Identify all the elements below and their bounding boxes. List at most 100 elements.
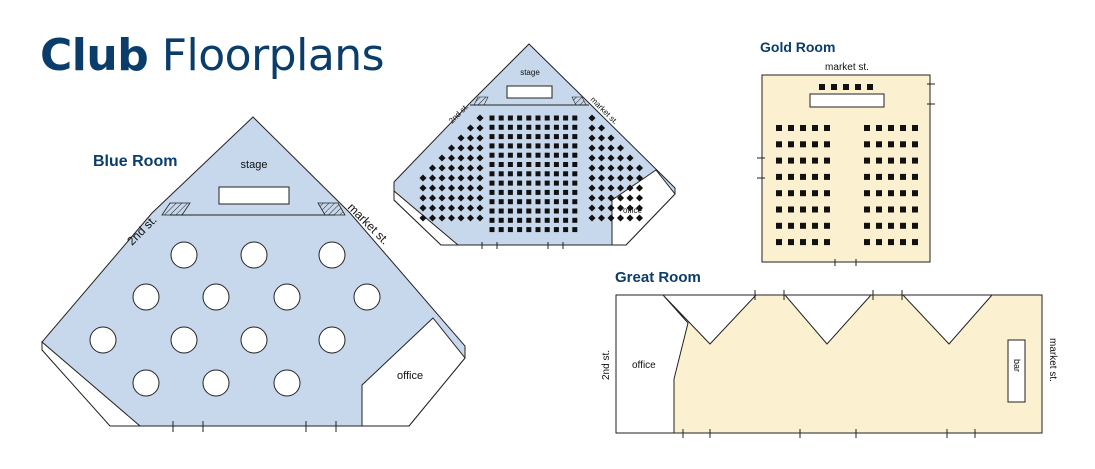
- round-table: [89, 326, 117, 354]
- seat: [900, 222, 906, 229]
- seat: [776, 222, 782, 229]
- seat: [476, 184, 484, 192]
- seat: [553, 217, 559, 223]
- seat: [535, 143, 541, 149]
- seat: [507, 208, 513, 214]
- seat: [517, 227, 523, 233]
- seat: [563, 134, 569, 140]
- seat: [563, 227, 569, 233]
- seat: [876, 206, 882, 213]
- seat: [597, 144, 606, 152]
- seat: [507, 227, 513, 233]
- seat: [438, 204, 446, 212]
- seat: [572, 227, 578, 233]
- seat: [607, 194, 615, 202]
- seat: [438, 164, 446, 172]
- seat: [867, 84, 873, 90]
- seat: [553, 162, 559, 167]
- seat: [912, 141, 918, 148]
- seat: [626, 214, 634, 222]
- seat: [457, 144, 465, 152]
- seat: [597, 134, 606, 142]
- seat: [498, 152, 504, 158]
- seat: [876, 222, 882, 229]
- seat: [544, 189, 550, 195]
- seat: [597, 204, 606, 212]
- round-table: [240, 326, 268, 354]
- seat: [626, 194, 634, 202]
- seat: [588, 114, 596, 122]
- seat: [438, 194, 446, 202]
- theater-office: [611, 169, 676, 246]
- seat: [476, 144, 484, 152]
- seat: [447, 204, 456, 212]
- seat: [535, 152, 541, 158]
- seat: [572, 152, 578, 158]
- seat: [544, 171, 550, 177]
- seat: [535, 162, 541, 167]
- seat: [498, 227, 504, 233]
- seat: [466, 144, 475, 152]
- seat: [457, 134, 465, 142]
- theater-floor: [393, 43, 676, 246]
- seat: [466, 174, 475, 182]
- seat: [876, 141, 882, 148]
- seat: [466, 124, 475, 132]
- seat: [457, 214, 465, 222]
- seat: [476, 154, 484, 162]
- title-bold: Club: [40, 30, 149, 81]
- theater-door-ticks: [481, 242, 564, 249]
- seat: [824, 190, 830, 197]
- theater-stage-platform: [506, 85, 553, 99]
- seat: [507, 152, 513, 158]
- seat: [535, 134, 541, 140]
- seat: [476, 164, 484, 172]
- great-room-plan: Great Room bar office 2nd st. market st.: [601, 269, 1058, 438]
- seat: [607, 214, 615, 222]
- side-strip: [41, 340, 142, 427]
- seat: [597, 154, 606, 162]
- seat: [563, 189, 569, 195]
- seat: [438, 154, 446, 162]
- seat: [553, 208, 559, 214]
- seat: [607, 174, 615, 182]
- seat: [776, 190, 782, 197]
- seat: [864, 157, 870, 164]
- seat: [535, 180, 541, 186]
- gold-room-title: Gold Room: [760, 39, 835, 55]
- seat: [526, 115, 532, 121]
- seat: [526, 189, 532, 195]
- seat: [507, 124, 513, 130]
- seat: [544, 143, 550, 149]
- seat: [900, 125, 906, 131]
- seat: [912, 173, 918, 180]
- seat: [824, 239, 830, 246]
- seat: [457, 164, 465, 172]
- seat: [535, 171, 541, 177]
- seat: [616, 154, 625, 162]
- seat: [489, 143, 495, 149]
- seat: [824, 157, 830, 164]
- seat: [517, 199, 523, 205]
- seat: [535, 208, 541, 214]
- seat: [588, 154, 596, 162]
- seat: [507, 189, 513, 195]
- seat: [563, 162, 569, 167]
- seat: [588, 164, 596, 172]
- seat: [535, 217, 541, 223]
- seat: [855, 84, 861, 90]
- seat: [616, 144, 625, 152]
- seat: [544, 124, 550, 130]
- seat: [876, 173, 882, 180]
- seat: [776, 239, 782, 246]
- seat: [489, 227, 495, 233]
- seat: [788, 190, 794, 197]
- gold-seats: [776, 84, 918, 246]
- theater-office-label: office: [623, 206, 643, 215]
- seat: [776, 141, 782, 148]
- seat: [457, 154, 465, 162]
- seat: [563, 208, 569, 214]
- seat: [800, 239, 806, 246]
- seat: [912, 222, 918, 229]
